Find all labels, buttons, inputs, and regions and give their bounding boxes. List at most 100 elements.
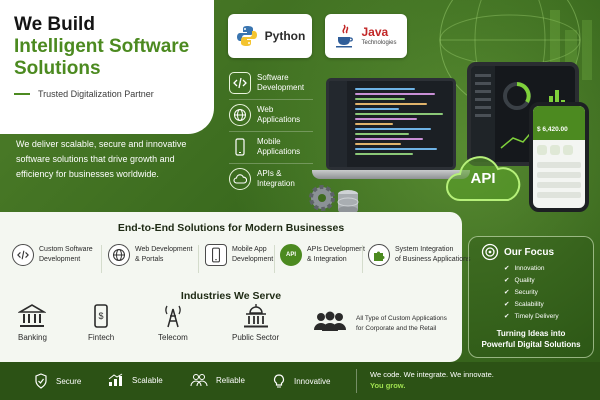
api-icon-text: API [285,252,296,258]
value-scalable: Scalable [108,373,163,387]
phone-header: $ 6,420.00 [533,106,585,140]
value-secure: Secure [34,373,81,389]
hero-desc-line: efficiency for businesses worldwide. [16,169,159,179]
python-label: Python [264,29,306,43]
divider [362,245,363,273]
solutions-title: End-to-End Solutions for Modern Business… [117,222,345,234]
value-reliable: Reliable [190,373,245,387]
globe-icon [229,104,251,126]
python-logo-card: Python [228,14,312,58]
solution-web-development: Web Development& Portals [108,244,192,266]
shield-icon [35,373,47,389]
industry-public-sector: Public Sector [232,303,279,342]
hero-tagline-text: Trusted Digitalization Partner [38,89,154,99]
java-cup-icon [336,24,354,48]
api-label: API [470,170,496,187]
industries-title: Industries We Serve [180,290,282,302]
industry-label: Banking [18,333,47,342]
focus-title: Our Focus [504,247,555,258]
divider [229,99,313,100]
service-label: APIs &Integration [257,169,295,188]
hero-title-line3: Solutions [14,58,101,79]
cloud-icon [446,156,521,201]
focus-item: ✔Security [504,288,538,297]
value-innovative: Innovative [272,373,330,389]
java-sublabel: Technologies [361,40,397,46]
people-icon [314,311,346,331]
bank-icon [18,304,47,327]
focus-item: ✔Timely Delivery [504,312,559,321]
api-icon: API [280,244,302,266]
solution-label: Web Development& Portals [135,246,193,263]
divider [229,163,313,164]
code-icon [12,244,34,266]
industry-label: Telecom [158,333,188,342]
java-label: Java [361,25,389,39]
laptop-base [312,170,470,179]
industry-fintech: $ Fintech [88,303,114,342]
capitol-icon [243,304,268,328]
check-icon: ✔ [504,313,510,320]
service-api: APIs &Integration [229,168,313,190]
cloud-icon [229,168,251,190]
industry-telecom: Telecom [158,303,188,342]
focus-item: ✔Quality [504,276,535,285]
closing-tagline: We code. We integrate. We innovate. [370,370,494,379]
tower-icon [165,305,181,328]
tagline-dash [14,93,30,95]
phone-balance: $ 6,420.00 [537,126,568,133]
java-label-group: Java Technologies [361,26,396,46]
svg-text:$: $ [99,311,104,321]
divider [274,245,275,273]
divider [356,369,357,393]
closing-tagline-highlight: You grow. [370,381,406,390]
industry-banking: Banking [18,303,47,342]
hero-description: We deliver scalable, secure and innovati… [16,137,216,182]
focus-item: ✔Innovation [504,264,545,273]
editor-sidebar [329,81,347,167]
check-icon: ✔ [504,277,510,284]
mobile-icon [229,136,251,158]
growth-icon [108,373,123,386]
code-icon [229,72,251,94]
hero-card: We Build Intelligent Software Solutions … [0,0,214,134]
solutions-panel [0,212,462,362]
laptop-screen [326,78,456,170]
industry-label: Fintech [88,333,115,342]
puzzle-icon [368,244,390,266]
gear-icon [309,185,359,214]
divider [198,245,199,273]
code-editor [347,81,453,167]
check-icon: ✔ [504,301,510,308]
java-logo-card: Java Technologies [325,14,407,58]
industry-label: Public Sector [232,333,280,342]
check-icon: ✔ [504,265,510,272]
target-icon [481,243,499,261]
phone-app: $ 6,420.00 [529,102,589,212]
bulb-icon [273,374,285,388]
hero-title-line1: We Build [14,14,95,35]
bottom-strip [0,362,600,400]
globe-icon [108,244,130,266]
people-icon [190,374,208,387]
focus-item: ✔Scalability [504,300,544,309]
check-icon: ✔ [504,289,510,296]
phone-actions [533,140,585,160]
divider [229,131,313,132]
mobile-icon [205,244,227,266]
python-icon [236,26,257,46]
divider [101,245,102,273]
